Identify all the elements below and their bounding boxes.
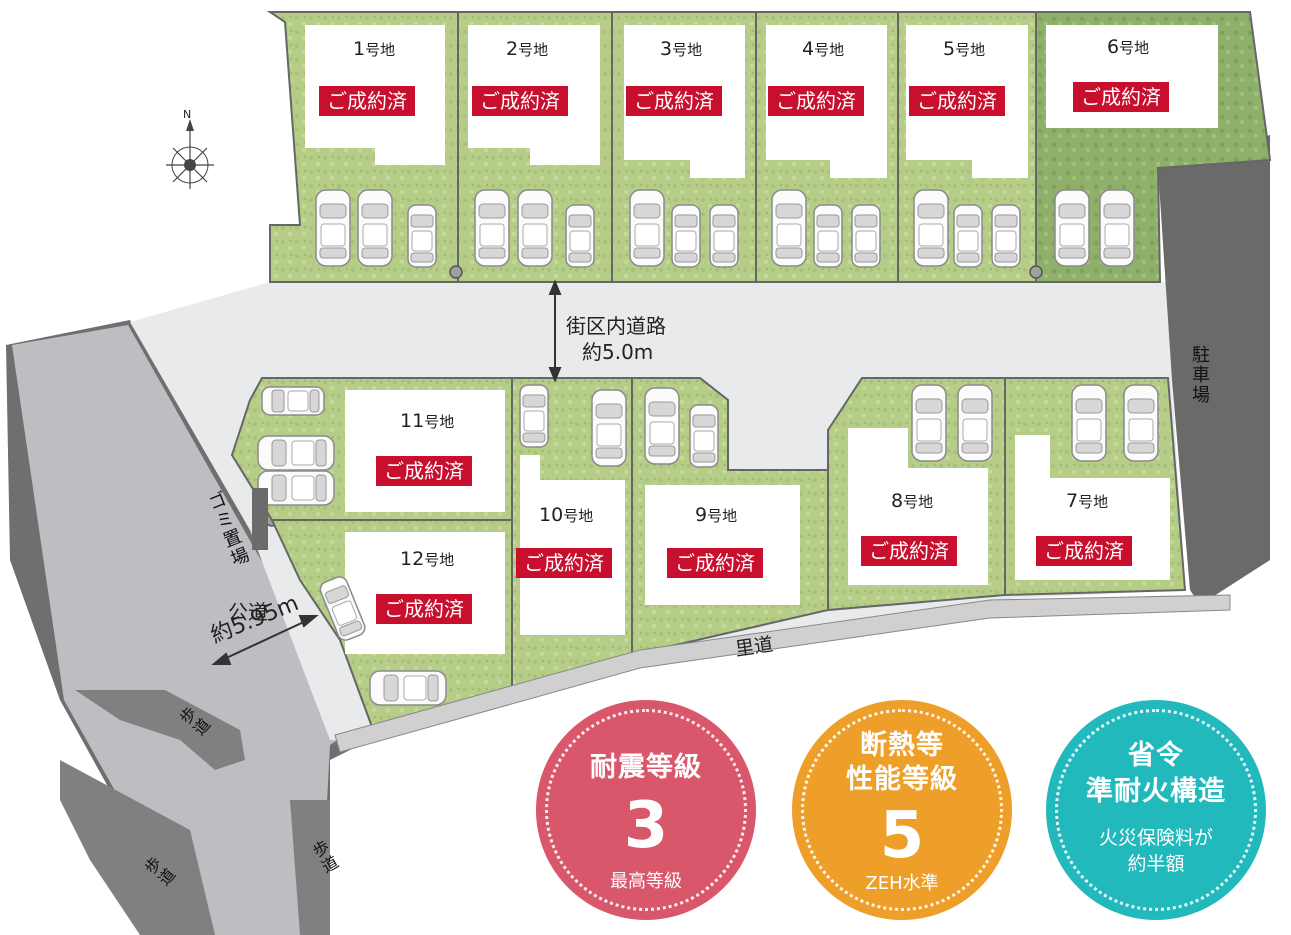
badge-seismic: 耐震等級 3 最高等級 <box>536 700 756 920</box>
lot-9-house <box>645 485 800 605</box>
public-road-surface <box>12 325 356 935</box>
badge-fireproof-sub-2: 約半額 <box>1127 853 1185 875</box>
badge-seismic-title: 耐震等級 <box>590 752 702 783</box>
lot-12-label: 12号地 <box>400 548 455 570</box>
badge-fireproof-sub-1: 火災保険料が <box>1098 827 1213 849</box>
lot-12-house <box>345 532 505 654</box>
parking-label: 駐車場 <box>1189 345 1210 405</box>
public-road-dimension <box>211 615 319 665</box>
lot-3-status: ご成約済 <box>626 86 722 116</box>
public-road-label: 公道 <box>228 600 268 624</box>
parking-area <box>1158 135 1270 605</box>
lot-7-label: 7号地 <box>1066 490 1109 512</box>
village-road-label: 里道 <box>733 633 775 661</box>
lot-8-status: ご成約済 <box>861 536 957 566</box>
lot-1-label: 1号地 <box>353 38 396 60</box>
badge-insulation-title-1: 断熱等 <box>860 730 944 761</box>
lot-2-status: ご成約済 <box>472 86 568 116</box>
badge-insulation-sub: ZEH水準 <box>865 873 939 894</box>
lot-11-house <box>345 390 505 512</box>
lot-8-label: 8号地 <box>891 490 934 512</box>
lot-1-status: ご成約済 <box>319 86 415 116</box>
badge-seismic-grade: 3 <box>623 789 669 863</box>
badge-seismic-sub: 最高等級 <box>610 871 682 892</box>
badge-insulation: 断熱等 性能等級 5 ZEH水準 <box>792 700 1012 920</box>
badge-fireproof: 省令 準耐火構造 火災保険料が 約半額 <box>1046 700 1266 920</box>
lot-10-house <box>520 455 625 635</box>
badge-fireproof-title-2: 準耐火構造 <box>1086 776 1226 807</box>
badge-insulation-title-2: 性能等級 <box>846 764 958 795</box>
badge-fireproof-title-1: 省令 <box>1128 740 1184 771</box>
lot-10-label: 10号地 <box>539 504 594 526</box>
lot-5-status: ご成約済 <box>909 86 1005 116</box>
lot-2-label: 2号地 <box>506 38 549 60</box>
sidewalk-upper <box>75 690 245 770</box>
inner-road-width: 約5.0m <box>582 340 654 364</box>
lot-4-label: 4号地 <box>802 38 845 60</box>
lot-3-label: 3号地 <box>660 38 703 60</box>
lot-7-status: ご成約済 <box>1036 536 1132 566</box>
lot-11-status: ご成約済 <box>376 456 472 486</box>
garbage-station <box>252 488 268 550</box>
north-label: N <box>183 108 192 121</box>
lot-4-status: ご成約済 <box>768 86 864 116</box>
sidewalk-lower-left <box>60 760 215 935</box>
sidewalk-lower-right <box>290 800 330 935</box>
lot-6-label: 6号地 <box>1107 36 1150 58</box>
lot-6-status: ご成約済 <box>1073 82 1169 112</box>
badge-insulation-grade: 5 <box>879 799 925 873</box>
lot-12-status: ご成約済 <box>376 594 472 624</box>
lot-9-label: 9号地 <box>695 504 738 526</box>
lot-10-status: ご成約済 <box>516 548 612 578</box>
compass-icon <box>166 119 214 189</box>
lot-5-label: 5号地 <box>943 38 986 60</box>
lot-11-label: 11号地 <box>400 410 455 432</box>
inner-road-dimension <box>548 279 562 383</box>
inner-road-label: 街区内道路 <box>566 314 666 338</box>
lot-9-status: ご成約済 <box>667 548 763 578</box>
